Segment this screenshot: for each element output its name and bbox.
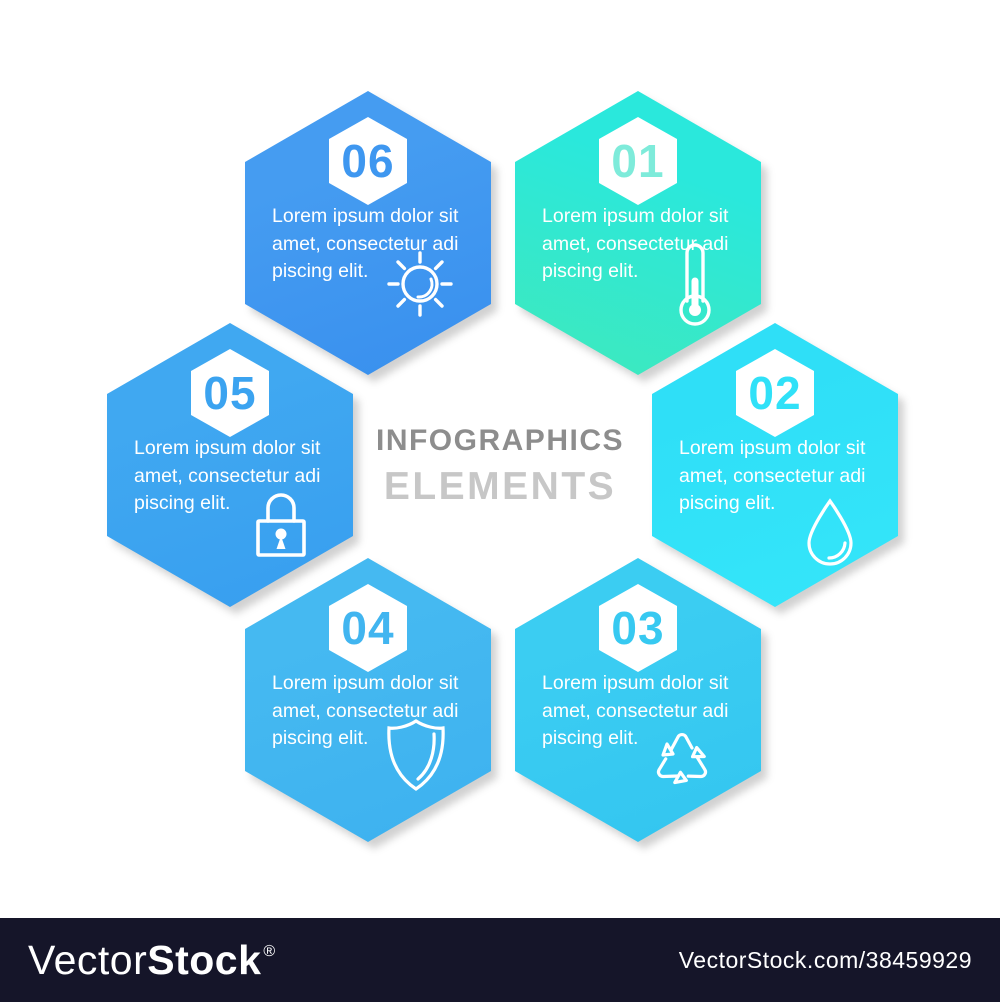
step-description: Lorem ipsum dolor sit amet, consectetur … bbox=[679, 437, 866, 514]
registered-mark-icon: ® bbox=[263, 942, 276, 960]
logo-vector-text: Vector bbox=[28, 936, 148, 983]
thermometer-icon bbox=[665, 241, 725, 331]
sun-icon bbox=[377, 241, 463, 327]
title-elements: ELEMENTS bbox=[383, 465, 617, 508]
step-description: Lorem ipsum dolor sit amet, consectetur … bbox=[272, 672, 459, 749]
recycle-icon bbox=[643, 720, 721, 798]
hexagon-step-03: 03 Lorem ipsum dolor sit amet, consectet… bbox=[515, 558, 761, 842]
step-number: 01 bbox=[611, 135, 665, 187]
step-number: 03 bbox=[611, 602, 665, 654]
step-number-badge: 01 bbox=[599, 117, 677, 205]
step-description: Lorem ipsum dolor sit amet, consectetur … bbox=[542, 672, 729, 749]
watermark-url: VectorStock.com/38459929 bbox=[678, 946, 972, 973]
logo-stock-text: Stock bbox=[147, 936, 262, 983]
step-number: 05 bbox=[203, 367, 257, 419]
step-description: Lorem ipsum dolor sit amet, consectetur … bbox=[272, 205, 459, 282]
step-number: 06 bbox=[341, 135, 395, 187]
step-number-badge: 04 bbox=[329, 584, 407, 672]
hexagon-step-06: 06 Lorem ipsum dolor sit amet, consectet… bbox=[245, 91, 491, 375]
lock-icon bbox=[249, 485, 313, 561]
hexagon-step-01: 01 Lorem ipsum dolor sit amet, consectet… bbox=[515, 91, 761, 375]
step-number: 04 bbox=[341, 602, 395, 654]
watermark-bar: VectorStock® VectorStock.com/38459929 bbox=[0, 918, 1000, 1002]
step-number-badge: 03 bbox=[599, 584, 677, 672]
step-number: 02 bbox=[748, 367, 802, 419]
step-number-badge: 06 bbox=[329, 117, 407, 205]
step-description: Lorem ipsum dolor sit amet, consectetur … bbox=[542, 205, 729, 282]
water-drop-icon bbox=[798, 495, 862, 569]
step-description: Lorem ipsum dolor sit amet, consectetur … bbox=[134, 437, 321, 514]
shield-icon bbox=[381, 714, 451, 798]
vectorstock-logo: VectorStock® bbox=[28, 937, 276, 984]
hexagon-step-05: 05 Lorem ipsum dolor sit amet, consectet… bbox=[107, 323, 353, 607]
title-infographics: INFOGRAPHICS bbox=[375, 424, 624, 457]
center-title: INFOGRAPHICS ELEMENTS bbox=[0, 424, 1000, 509]
hexagon-step-04: 04 Lorem ipsum dolor sit amet, consectet… bbox=[245, 558, 491, 842]
hexagon-step-02: 02 Lorem ipsum dolor sit amet, consectet… bbox=[652, 323, 898, 607]
